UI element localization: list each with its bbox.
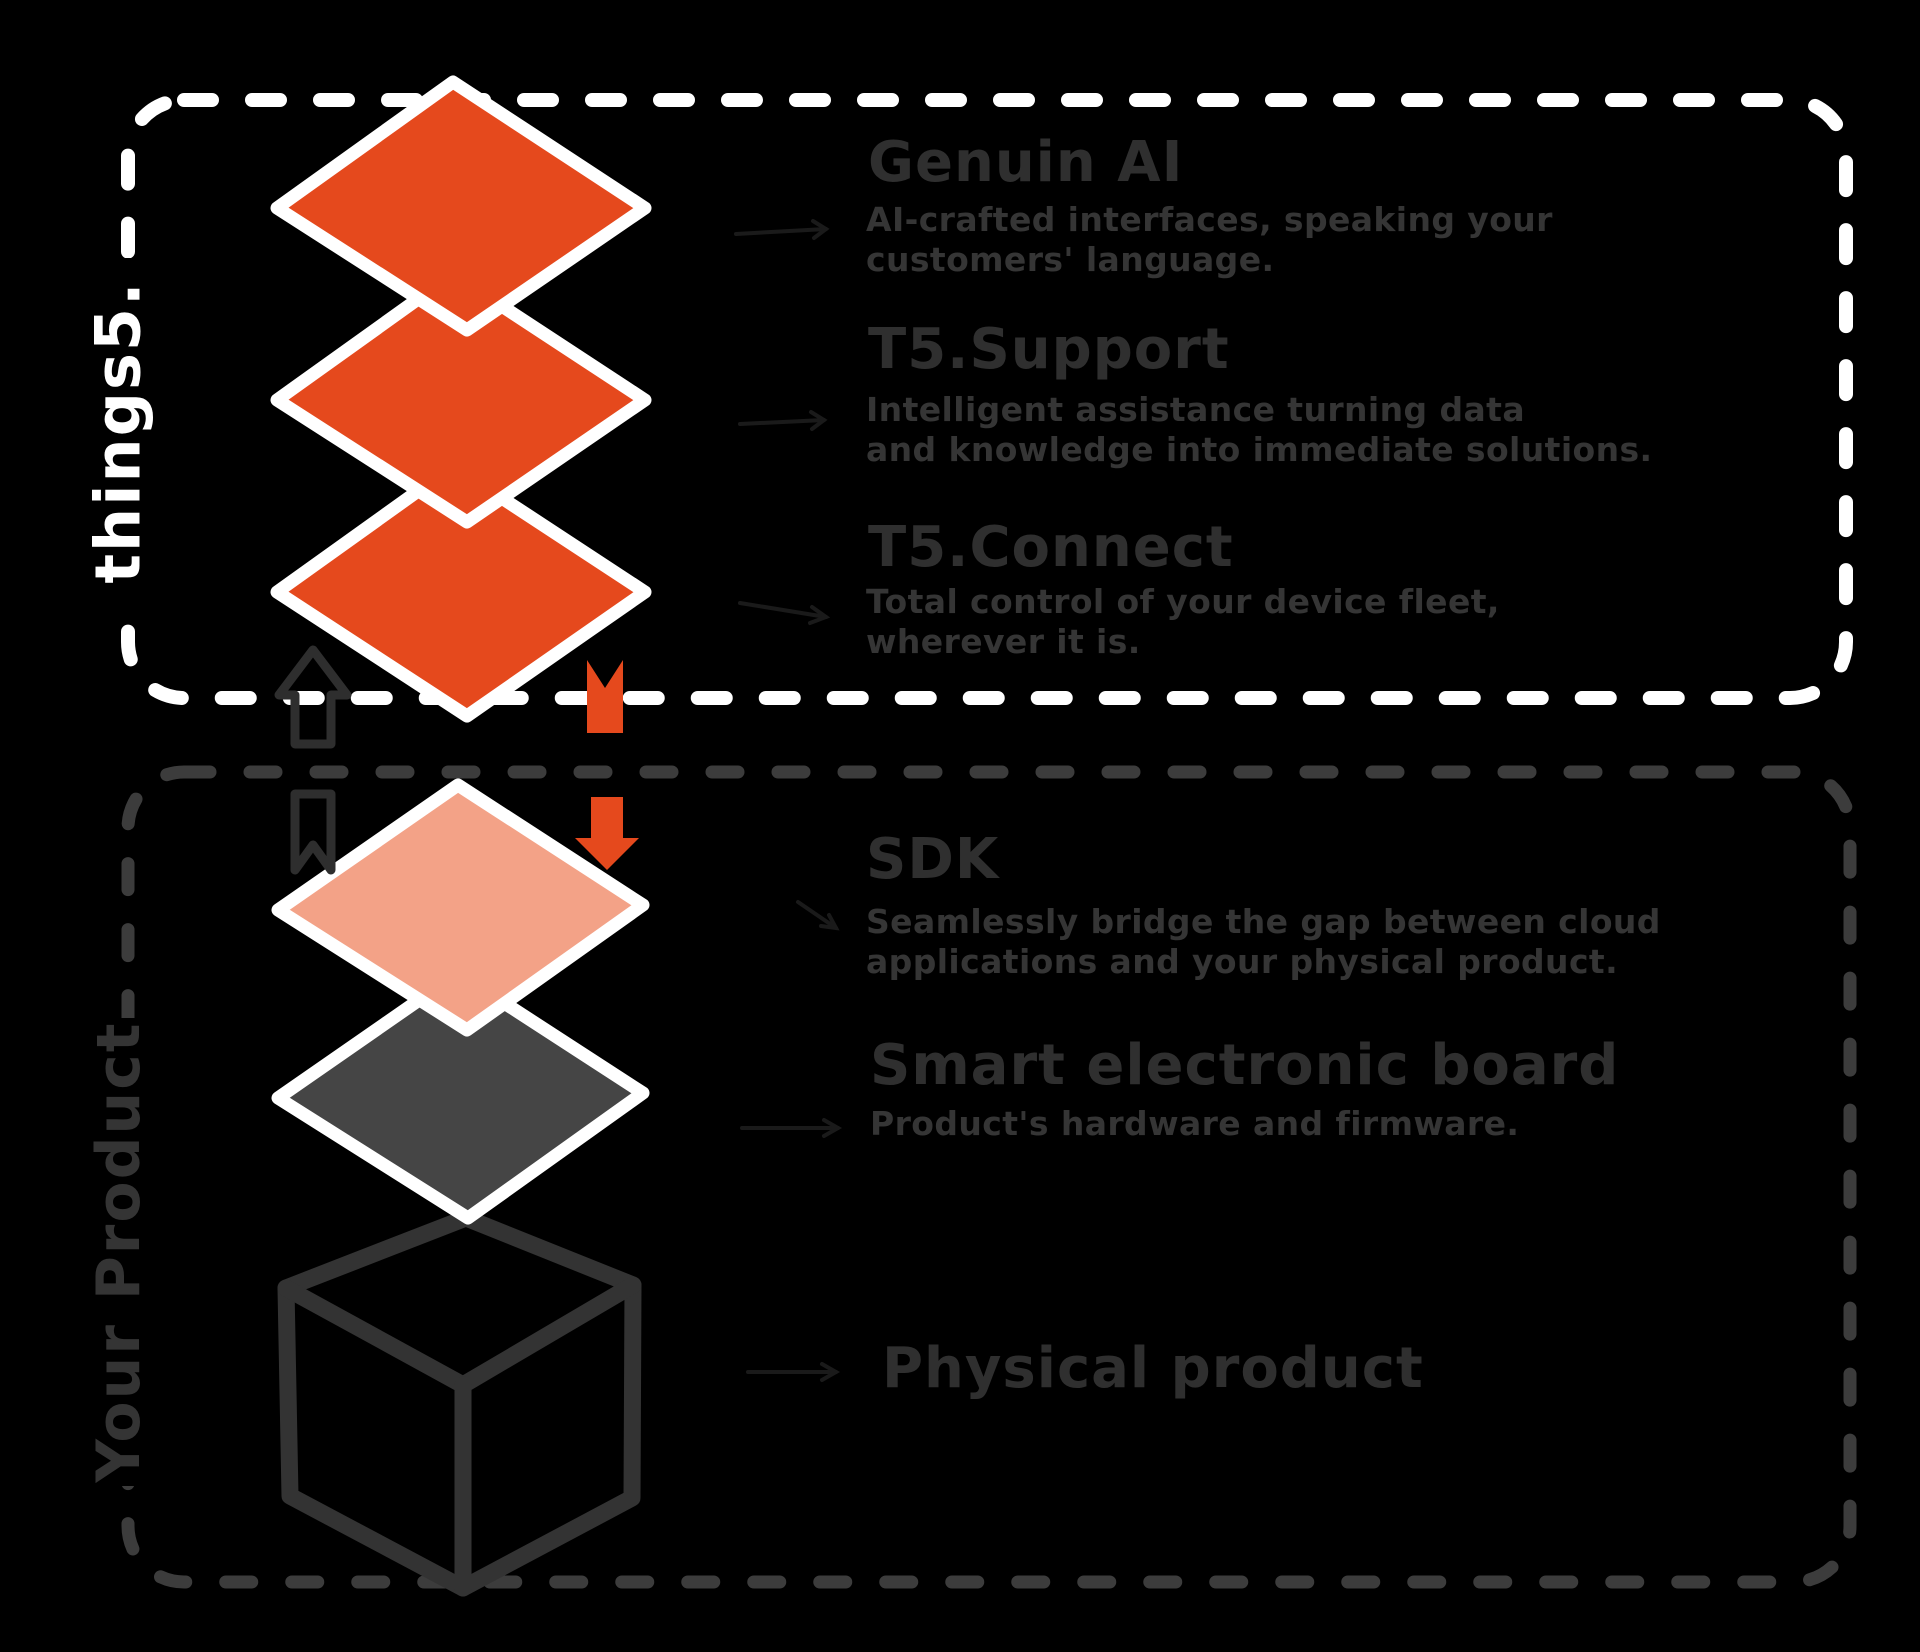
diamond-t5-connect	[270, 459, 652, 723]
genuin-ai-title: Genuin AI	[868, 130, 1184, 195]
label-connector-arrows	[734, 219, 843, 1382]
t5-connect-description-line2: wherever it is.	[866, 622, 1141, 661]
arrow-to-t5-connect	[738, 601, 831, 625]
arrow-to-physical-product	[746, 1362, 841, 1382]
sdk-description-line2: applications and your physical product.	[866, 942, 1619, 981]
things5-dashed-box	[121, 93, 1853, 705]
t5-support-description: Intelligent assistance turning data and …	[866, 390, 1652, 470]
cube-icon	[277, 1209, 642, 1597]
smart-board-description-line1: Product's hardware and firmware.	[870, 1104, 1520, 1143]
diamond-t5-support	[270, 267, 652, 529]
t5-connect-title: T5.Connect	[868, 515, 1234, 580]
arrow-to-smart-board	[740, 1118, 843, 1138]
things5-vertical-label: things5.	[81, 280, 155, 584]
things5-label-mask	[92, 258, 164, 606]
diamond-genuin-ai	[270, 75, 652, 337]
up-arrow-icon	[274, 645, 352, 875]
physical-product-title: Physical product	[882, 1336, 1424, 1401]
genuin-ai-description: AI-crafted interfaces, speaking your cus…	[866, 200, 1553, 280]
sdk-description-line1: Seamlessly bridge the gap between cloud	[866, 902, 1661, 941]
sdk-title: SDK	[866, 827, 1000, 892]
your-product-vertical-label: Your Product	[84, 1021, 154, 1483]
arrow-to-sdk	[796, 900, 840, 931]
smart-board-title: Smart electronic board	[870, 1033, 1620, 1098]
genuin-ai-description-line2: customers' language.	[866, 240, 1275, 279]
your-product-dashed-box	[121, 765, 1857, 1589]
arrow-to-genuin-ai	[734, 219, 830, 240]
arrow-to-t5-support	[738, 410, 828, 431]
down-arrow-icon	[575, 660, 639, 870]
smart-board-description: Product's hardware and firmware.	[870, 1104, 1519, 1144]
diamond-sdk	[271, 778, 650, 1037]
t5-connect-description-line1: Total control of your device fleet,	[866, 582, 1500, 621]
sdk-description: Seamlessly bridge the gap between cloud …	[866, 902, 1661, 982]
t5-support-description-line1: Intelligent assistance turning data	[866, 390, 1525, 429]
your-product-label-mask	[92, 1018, 164, 1486]
t5-support-title: T5.Support	[868, 317, 1230, 382]
t5-connect-description: Total control of your device fleet, wher…	[866, 582, 1500, 662]
t5-support-description-line2: and knowledge into immediate solutions.	[866, 430, 1653, 469]
diamond-smart-board	[271, 966, 650, 1225]
genuin-ai-description-line1: AI-crafted interfaces, speaking your	[866, 200, 1553, 239]
